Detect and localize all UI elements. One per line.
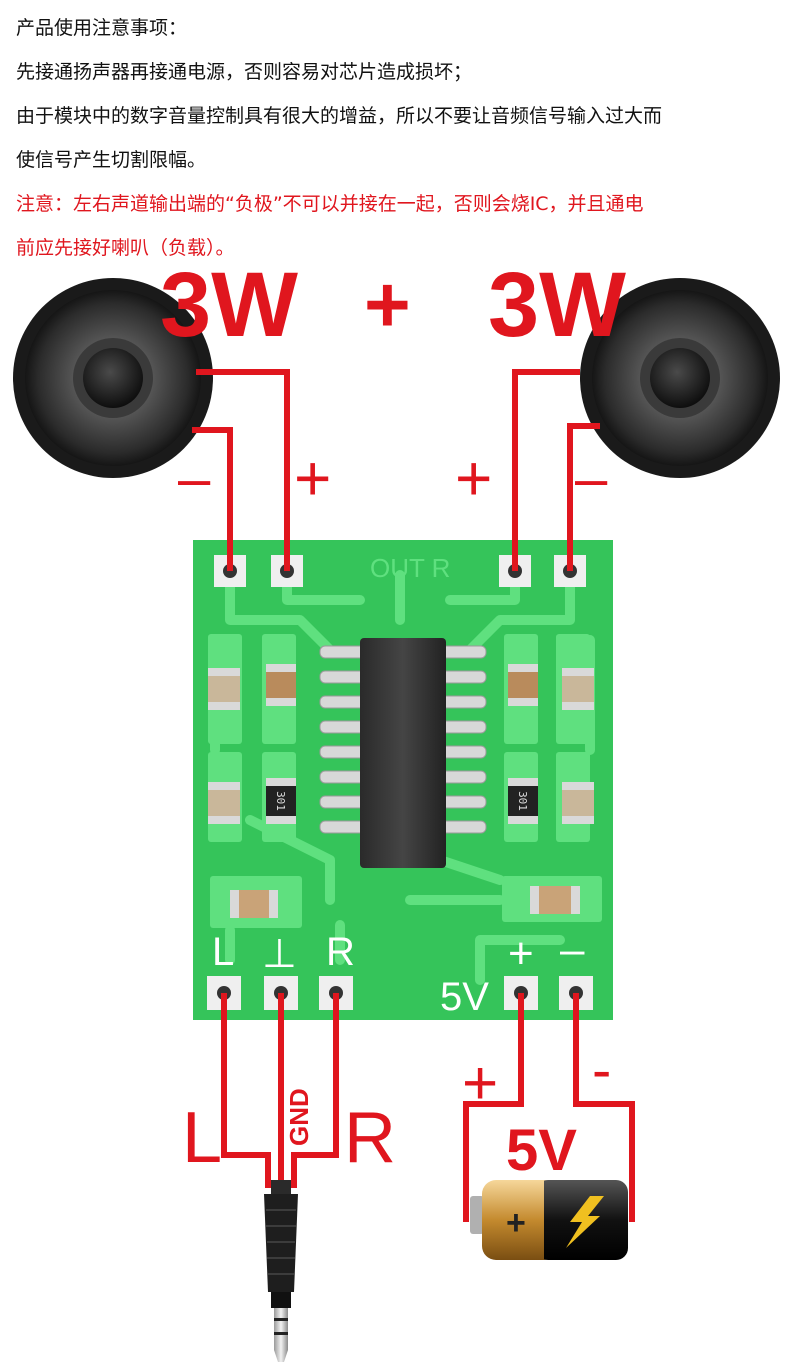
- capacitor: [266, 664, 296, 706]
- wire-label-gnd: GND: [284, 1088, 314, 1146]
- capacitor: [508, 664, 538, 706]
- audio-jack-icon: [264, 1180, 298, 1362]
- wire-in-r: [291, 993, 339, 1188]
- wire-left-plus: [196, 369, 290, 571]
- right-speaker-plus: +: [455, 442, 492, 514]
- left-speaker-plus: +: [294, 442, 331, 514]
- right-speaker-icon: [580, 278, 780, 478]
- warning-b: 前应先接好喇叭（负载）。: [16, 237, 235, 259]
- note-gain-b: 使信号产生切割限幅。: [16, 149, 207, 171]
- wire-label-l: L: [182, 1098, 222, 1178]
- amplifier-chip: [319, 638, 487, 868]
- resistor: 301: [266, 778, 296, 824]
- smd-components: 301 301: [208, 664, 594, 918]
- wire-in-l: [221, 993, 271, 1188]
- battery-plus-label: +: [506, 1204, 526, 1242]
- warning-a: 注意：左右声道输出端的“负极”不可以并接在一起，否则会烧IC，并且通电: [16, 193, 644, 215]
- pin-headers: [207, 555, 593, 1010]
- battery-icon: +: [470, 1180, 628, 1260]
- resistor-code-left: 301: [274, 791, 287, 811]
- notes-title: 产品使用注意事项：: [16, 17, 188, 39]
- supply-plus-label: +: [462, 1049, 498, 1118]
- capacitor: [530, 886, 580, 914]
- wire-supply-minus: [573, 993, 635, 1222]
- power-plus-sign: +: [364, 260, 411, 349]
- supply-voltage-label: 5V: [506, 1118, 577, 1183]
- wire-right-minus: [567, 423, 600, 571]
- right-power-label: 3W: [488, 254, 626, 356]
- wire-supply-plus: [463, 993, 524, 1222]
- resistor: 301: [508, 778, 538, 824]
- capacitor: [208, 782, 240, 824]
- capacitor: [208, 668, 240, 710]
- board-pin-l-label: L: [212, 930, 234, 974]
- right-speaker-minus: –: [575, 446, 608, 511]
- resistor-code-right: 301: [516, 791, 529, 811]
- capacitor: [562, 668, 594, 710]
- note-gain-a: 由于模块中的数字音量控制具有很大的增益，所以不要让音频信号输入过大而: [16, 105, 663, 127]
- amplifier-board: 301 301: [193, 540, 613, 1020]
- capacitor: [562, 782, 594, 824]
- wire-label-r: R: [344, 1098, 396, 1178]
- board-out-label: OUT R: [370, 553, 450, 583]
- note-speaker-first: 先接通扬声器再接通电源，否则容易对芯片造成损坏；: [16, 61, 473, 83]
- wire-right-plus: [512, 369, 580, 571]
- board-minus-label: –: [560, 925, 585, 974]
- usage-notes: 产品使用注意事项： 先接通扬声器再接通电源，否则容易对芯片造成损坏； 由于模块中…: [16, 6, 781, 270]
- lightning-icon: [566, 1196, 604, 1248]
- supply-minus-label: -: [592, 1038, 611, 1103]
- left-speaker-icon: [13, 278, 213, 478]
- wire-left-minus: [192, 427, 233, 571]
- board-pin-gnd-label: ⊥: [262, 931, 297, 977]
- board-5v-label: 5V: [440, 975, 489, 1019]
- left-power-label: 3W: [160, 254, 298, 356]
- red-wires: [192, 369, 635, 1222]
- left-speaker-minus: –: [178, 446, 211, 511]
- board-pin-r-label: R: [326, 930, 355, 974]
- board-plus-label: +: [508, 929, 534, 978]
- capacitor: [230, 890, 278, 918]
